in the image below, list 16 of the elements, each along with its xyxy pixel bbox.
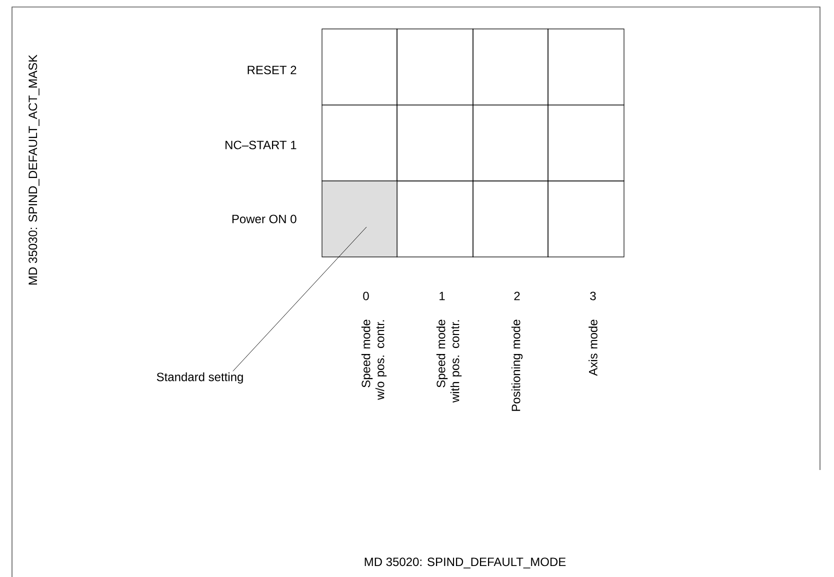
column-number: 3 (590, 292, 596, 300)
row-label: NC–START 1 (226, 140, 296, 150)
axis-label: MD 35030: SPIND_DEFAULT_ACT_MASK (28, 54, 40, 284)
column-number: 2 (514, 292, 520, 300)
column-label: Positioning mode (511, 320, 523, 411)
column-label: Speed mode with pos. contr. (436, 320, 462, 403)
row-label: RESET 2 (248, 66, 296, 74)
column-label: Axis mode (588, 320, 598, 376)
column-number: 0 (363, 292, 369, 300)
row-label: Power ON 0 (232, 214, 296, 224)
callout-text: Standard setting (156, 372, 243, 384)
column-label: Speed mode w/o pos. contr. (361, 320, 387, 400)
column-number: 1 (440, 292, 445, 300)
shaded-cell (322, 180, 398, 258)
leader-line (232, 226, 367, 372)
axis-label: MD 35020: SPIND_DEFAULT_MODE (364, 558, 566, 568)
